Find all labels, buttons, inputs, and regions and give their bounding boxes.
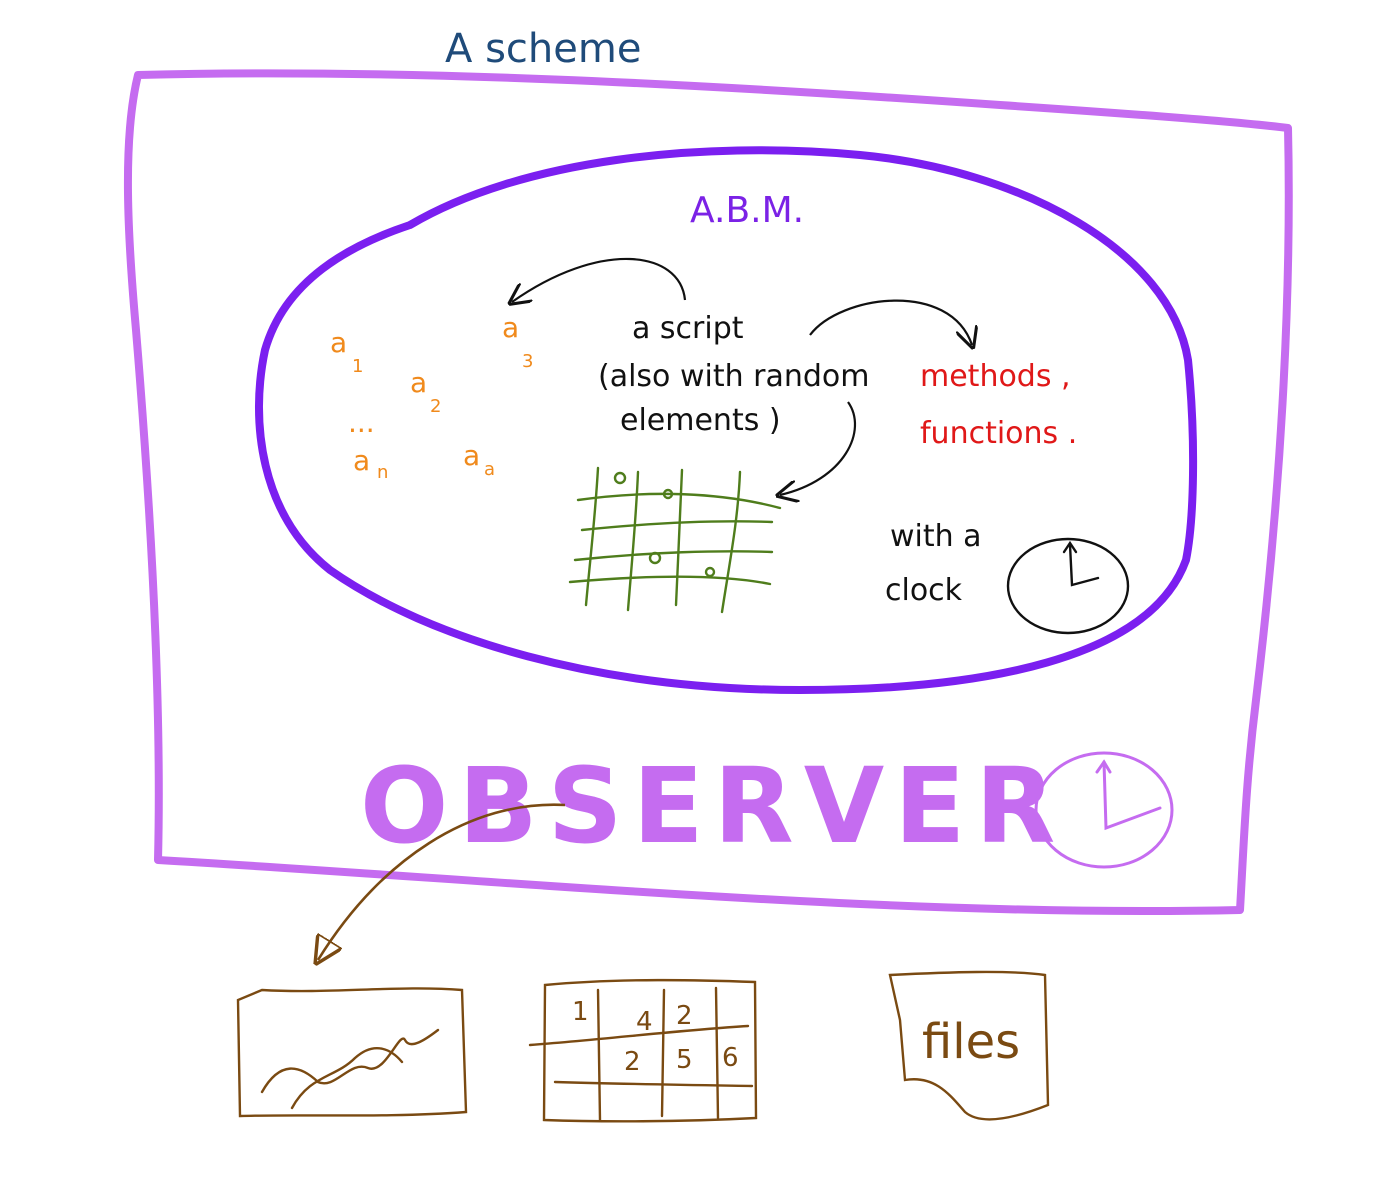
agent-subscript: 2 xyxy=(430,396,441,417)
agent-subscript: n xyxy=(377,462,388,483)
agent-subscript: a xyxy=(484,459,495,480)
table-cell: 2 xyxy=(624,1047,641,1077)
diagram-title: A scheme xyxy=(445,26,641,72)
line-chart-icon xyxy=(236,987,468,1118)
agent-subscript: 1 xyxy=(352,356,363,377)
abm-ellipse xyxy=(255,146,1198,694)
table-icon xyxy=(528,978,758,1123)
agent-label: a xyxy=(502,311,519,344)
table-cell: 6 xyxy=(722,1043,739,1073)
clock-icon xyxy=(1034,751,1174,869)
script-line-1: a script xyxy=(632,311,744,346)
arrow-icon xyxy=(780,401,857,495)
methods-label: methods , xyxy=(920,359,1071,394)
table-cell: 4 xyxy=(636,1007,653,1037)
script-line-3: elements ) xyxy=(620,403,781,438)
agent-label: a xyxy=(353,444,370,477)
abm-label: A.B.M. xyxy=(690,190,804,231)
agent-subscript: 3 xyxy=(522,351,533,372)
functions-label: functions . xyxy=(920,416,1077,451)
agents-group: a 1 a 2 a 3 ... a n a a xyxy=(330,311,533,483)
table-cell: 1 xyxy=(572,997,589,1027)
arrow-icon xyxy=(809,299,972,345)
agents-ellipsis: ... xyxy=(348,406,375,439)
grid-icon xyxy=(568,466,782,614)
agent-label: a xyxy=(463,439,480,472)
agent-label: a xyxy=(330,326,347,359)
script-line-2: (also with random xyxy=(598,359,869,394)
clock-icon xyxy=(1006,537,1130,635)
observer-label: OBSERVER xyxy=(360,745,1065,867)
outer-frame xyxy=(123,69,1293,916)
clock-text-line-1: with a xyxy=(890,519,982,554)
arrow-icon xyxy=(318,803,566,960)
file-icon xyxy=(888,970,1050,1121)
table-cell: 2 xyxy=(676,1001,693,1031)
files-label: files xyxy=(922,1014,1020,1070)
table-cell: 5 xyxy=(676,1045,693,1075)
clock-text-line-2: clock xyxy=(885,573,963,608)
agent-label: a xyxy=(410,366,427,399)
arrow-icon xyxy=(512,257,687,302)
